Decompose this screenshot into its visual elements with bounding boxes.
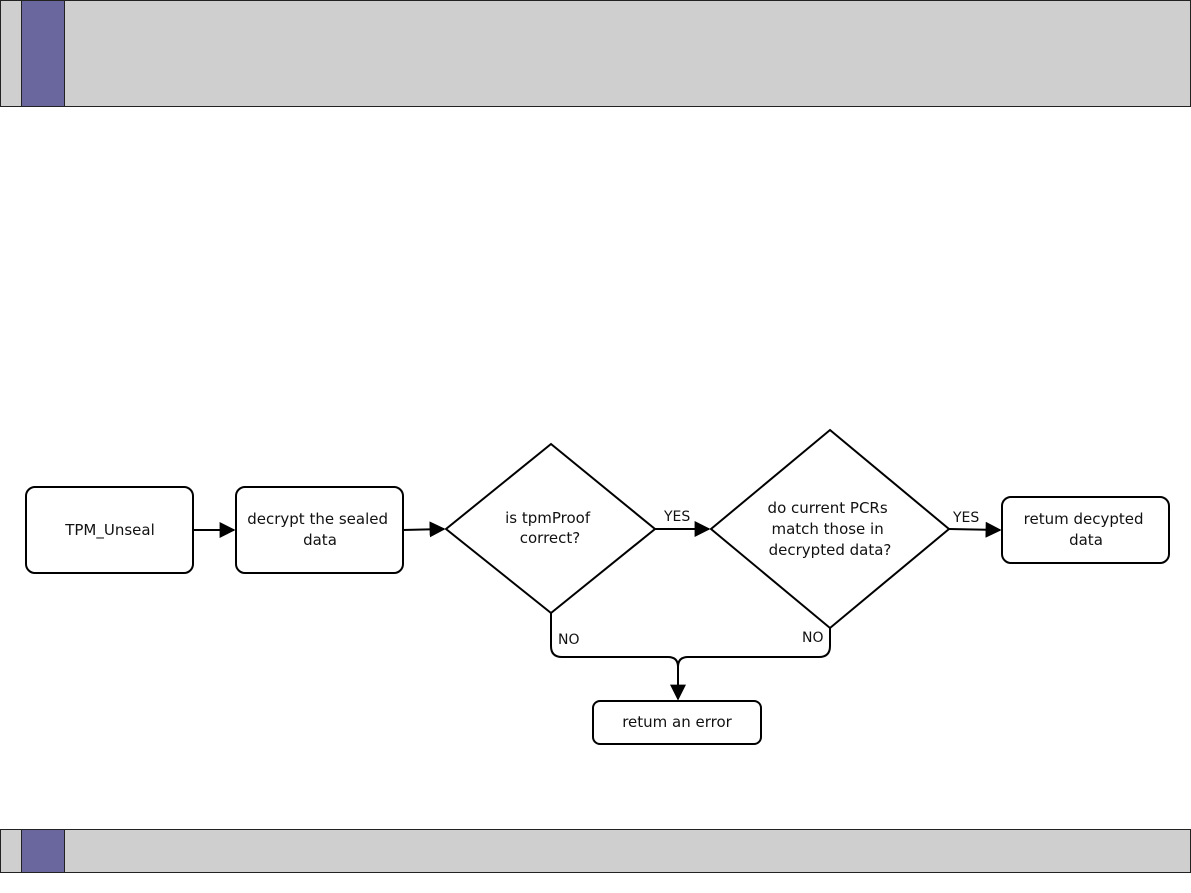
svg-text:TPM_Unseal: TPM_Unseal [64, 521, 155, 540]
edge-pcrs-no [677, 628, 831, 668]
node-return-decrypted-data: retum decypted data [1001, 496, 1170, 564]
edge-pcrs-yes [948, 521, 1002, 538]
footer-bar [0, 829, 1191, 873]
label-pcrs-no: NO [802, 630, 824, 646]
edge-proof-no [550, 613, 686, 701]
edge-decrypt-to-proof [402, 521, 446, 538]
svg-text:do current PCRs match th: do current PCRs match those in decrypted… [768, 499, 893, 559]
label-pcrs-yes: YES [952, 510, 979, 526]
svg-text:retum an error: retum an error [622, 713, 732, 731]
svg-text:retum decypted data: retum decypted data [1024, 510, 1149, 549]
label-proof-no: NO [558, 632, 580, 648]
svg-text:decrypt the sealed data: decrypt the sealed data [247, 510, 393, 549]
decision-pcrs-match: do current PCRs match those in decrypted… [709, 428, 951, 630]
header-accent-block [21, 1, 65, 106]
node-tpm-unseal: TPM_Unseal [25, 486, 194, 574]
label-proof-yes: YES [663, 509, 690, 525]
node-return-error: retum an error [592, 700, 762, 745]
decision-tpmproof-correct: is tpmProof correct? [444, 442, 657, 615]
footer-accent-block [21, 830, 65, 872]
header-bar [0, 0, 1191, 107]
svg-text:is tpmProof correct?: is tpmProof correct? [505, 509, 595, 547]
node-decrypt-sealed-data: decrypt the sealed data [235, 486, 404, 574]
